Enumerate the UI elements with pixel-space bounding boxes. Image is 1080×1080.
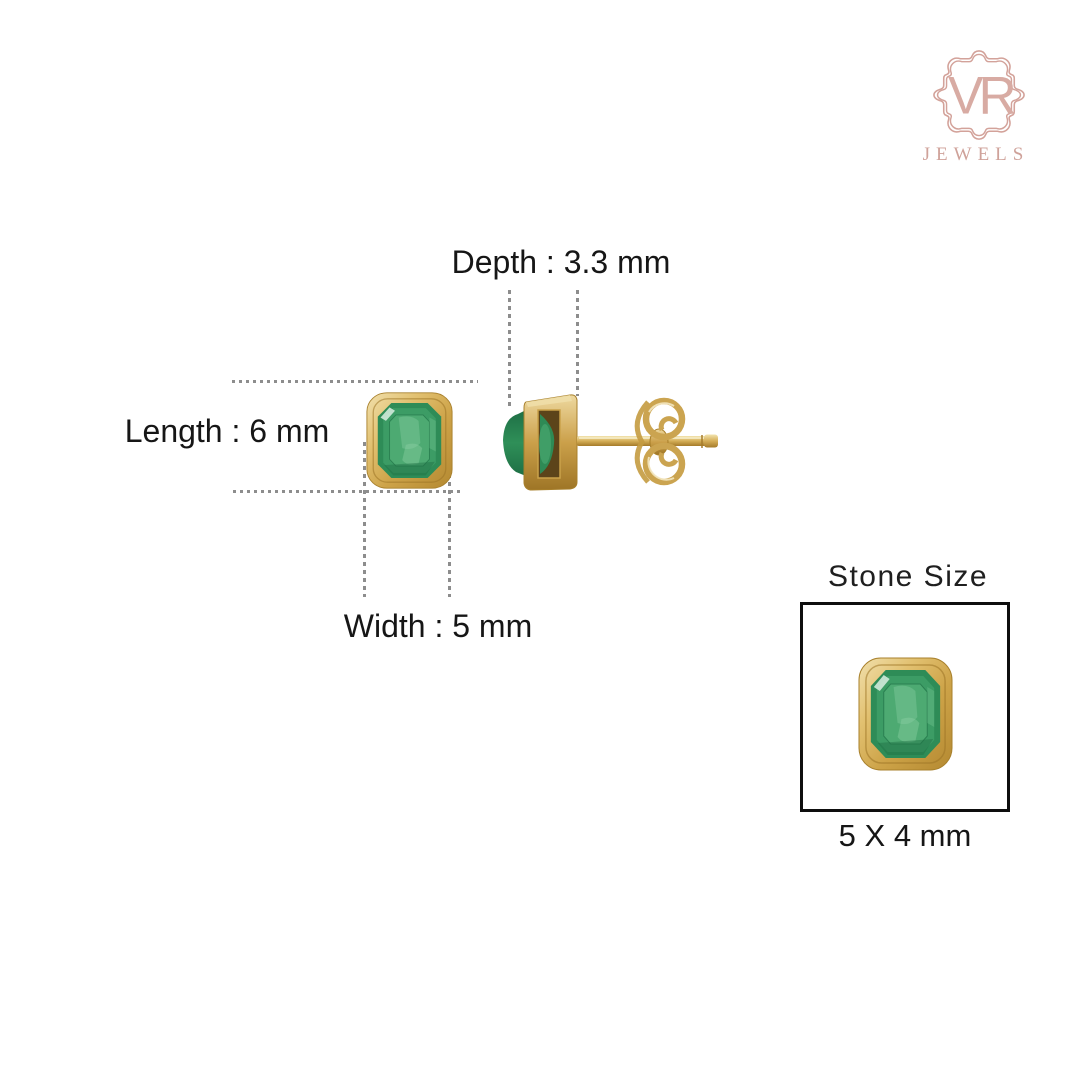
- logo-monogram: VR: [948, 67, 1014, 126]
- length-measure-line-top: [232, 380, 478, 383]
- logo-wordmark: JEWELS: [922, 144, 1030, 165]
- stone-size-value: 5 X 4 mm: [838, 818, 972, 853]
- depth-measure-line-right: [576, 290, 579, 396]
- side-stone-crown: [503, 410, 526, 476]
- length-measure-line-bottom: [233, 490, 461, 493]
- stone-closeup-image: [858, 657, 953, 771]
- earring-front-view-image: [366, 392, 453, 489]
- logo-frame: [933, 50, 1025, 140]
- depth-dimension-label: Depth : 3.3 mm: [451, 244, 671, 280]
- butterfly-back: [634, 397, 686, 486]
- stone-size-box: [800, 602, 1010, 812]
- earring-side-view-image: [503, 394, 718, 491]
- depth-measure-line-left: [508, 290, 511, 408]
- width-dimension-label: Width : 5 mm: [343, 608, 533, 644]
- brand-logo-badge: VR: [933, 50, 1025, 140]
- length-dimension-label: Length : 6 mm: [124, 413, 330, 449]
- stone-size-title: Stone Size: [827, 560, 989, 593]
- width-measure-line-right: [448, 442, 451, 597]
- width-measure-line-left: [363, 442, 366, 597]
